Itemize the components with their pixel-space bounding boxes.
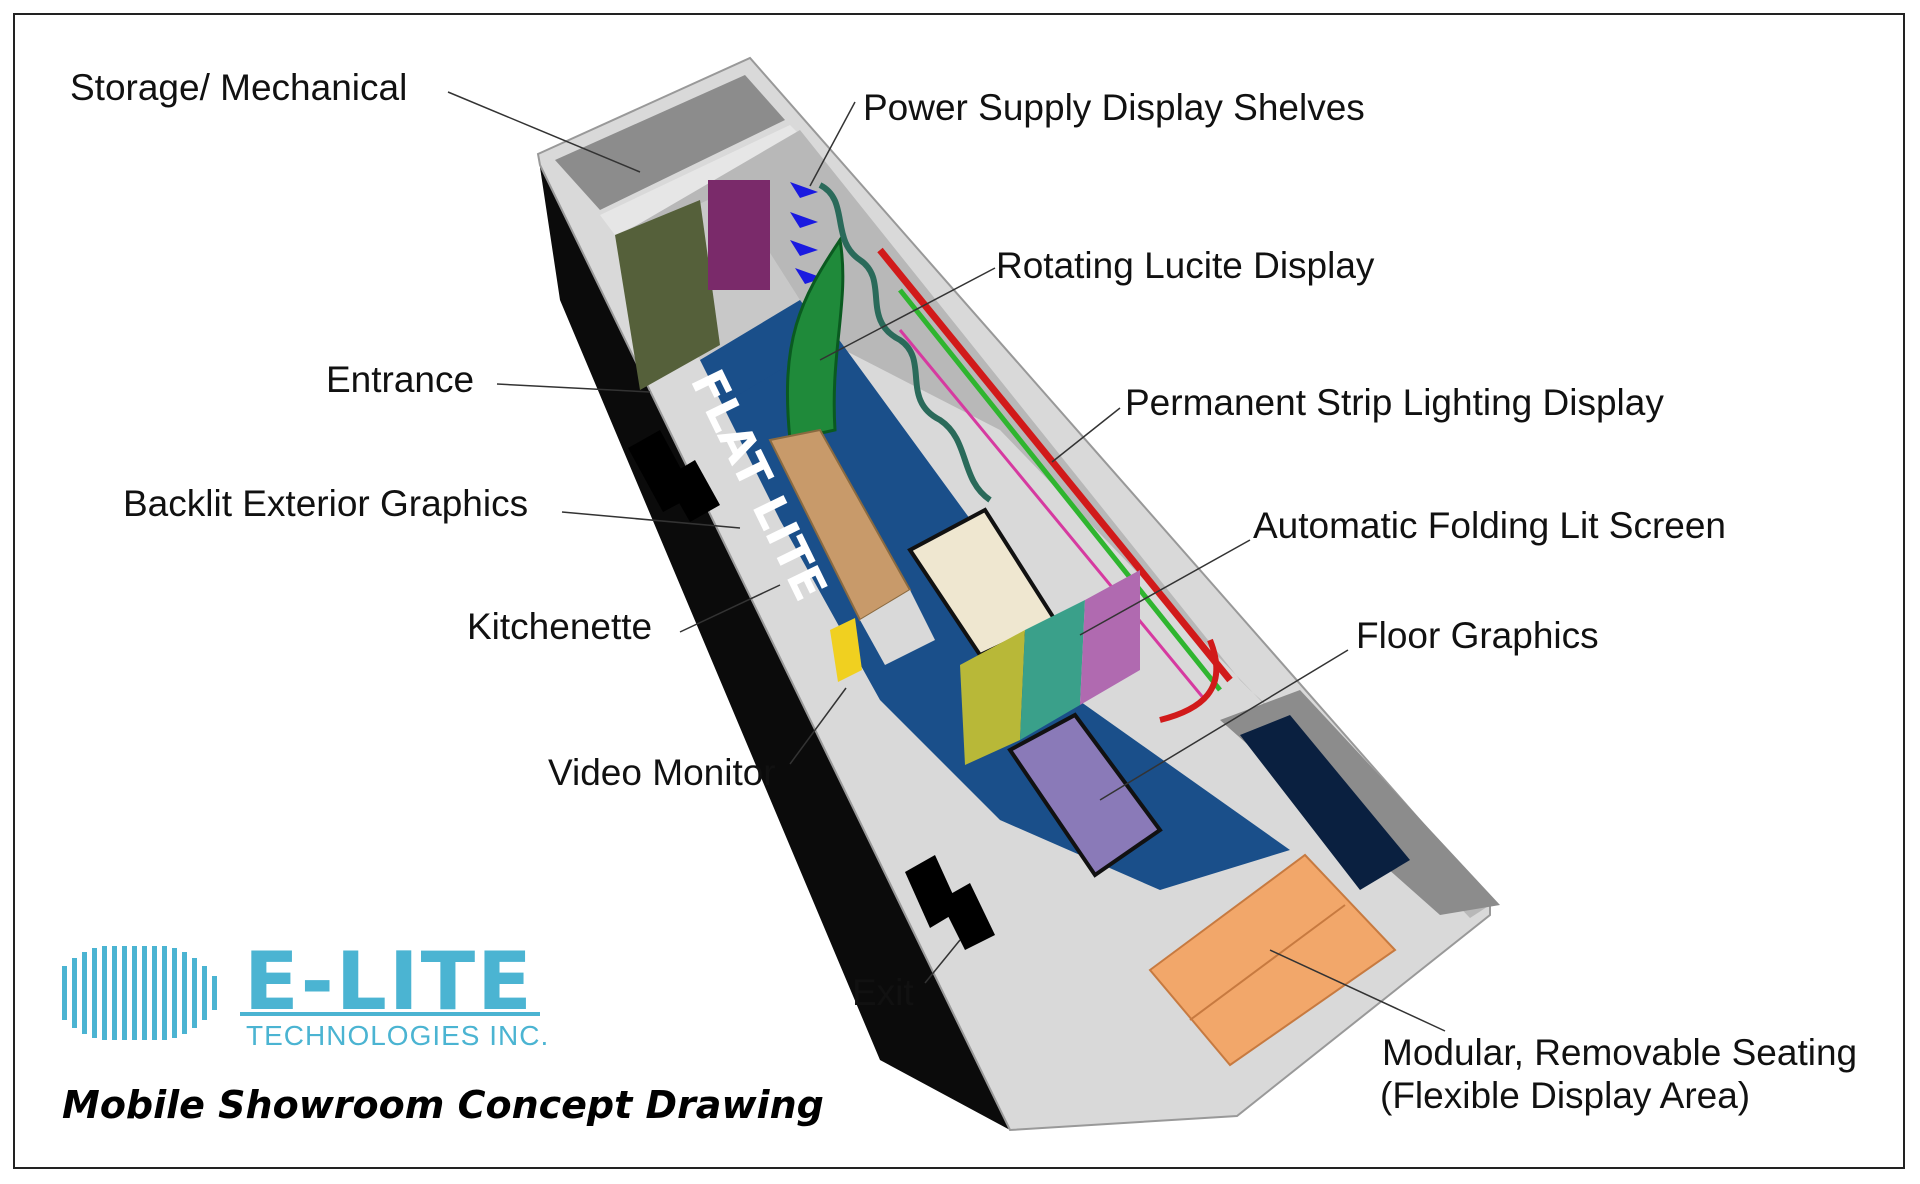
label-seating-sub: (Flexible Display Area) xyxy=(1380,1075,1751,1116)
label-entrance: Entrance xyxy=(326,359,475,400)
label-kitchenette: Kitchenette xyxy=(467,606,653,647)
label-strip-lighting: Permanent Strip Lighting Display xyxy=(1125,382,1664,423)
label-rotating-lucite-display: Rotating Lucite Display xyxy=(996,245,1375,286)
video-screen-wall xyxy=(1240,715,1410,890)
flower-picture xyxy=(708,180,770,290)
elite-logo-mark xyxy=(62,946,217,1040)
label-backlit-exterior-graphics: Backlit Exterior Graphics xyxy=(123,483,529,524)
elite-logo-subtitle: TECHNOLOGIES INC. xyxy=(246,1020,550,1051)
label-storage-mechanical: Storage/ Mechanical xyxy=(70,67,408,108)
storage-room xyxy=(555,75,785,210)
elite-logo-name: E-LITE xyxy=(244,935,534,1028)
floor-graphics xyxy=(1007,712,1163,878)
label-video-monitor: Video Monitor xyxy=(548,752,776,793)
exterior-video-monitor xyxy=(830,618,862,682)
label-seating: Modular, Removable Seating xyxy=(1382,1032,1858,1073)
label-exit: Exit xyxy=(852,972,914,1013)
label-power-supply-shelves: Power Supply Display Shelves xyxy=(863,87,1365,128)
label-floor-graphics: Floor Graphics xyxy=(1356,615,1599,656)
trailer-wheels xyxy=(628,430,995,950)
folding-lit-screen xyxy=(960,570,1140,765)
label-folding-lit-screen: Automatic Folding Lit Screen xyxy=(1253,505,1727,546)
drawing-caption: Mobile Showroom Concept Drawing xyxy=(62,1083,824,1127)
leader-lines xyxy=(447,91,1446,1032)
